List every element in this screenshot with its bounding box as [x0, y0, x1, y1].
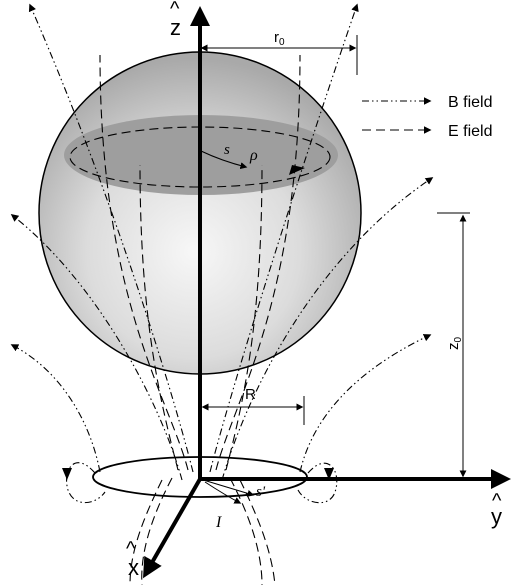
s-vector — [200, 150, 248, 170]
I-label: I — [215, 514, 222, 531]
legend-e-label: E field — [448, 123, 492, 140]
R-label: R — [245, 386, 256, 403]
r0-label: r0 — [274, 29, 285, 48]
e-loop-arrowhead — [289, 165, 305, 175]
x-axis-label: x — [128, 555, 139, 580]
y-axis-label: y — [491, 504, 502, 529]
z-axis-label: z — [170, 15, 181, 40]
legend: B field E field — [362, 94, 492, 140]
legend-b-label: B field — [448, 94, 492, 111]
b-field-lines — [10, 3, 434, 504]
s-label: s — [224, 142, 230, 158]
left-loop-arrowhead — [62, 468, 72, 480]
current-arrow — [204, 481, 242, 504]
y-axis-hat: ^ — [492, 490, 502, 512]
z-axis-hat: ^ — [170, 0, 180, 20]
R-dimension — [201, 396, 305, 425]
right-loop-arrowhead — [324, 468, 334, 480]
z0-dimension — [437, 212, 470, 478]
x-axis — [143, 478, 202, 579]
e-field-lines — [99, 54, 301, 585]
z0-label: z0 — [445, 337, 464, 351]
x-axis-hat: ^ — [126, 538, 136, 560]
s-prime-vector — [199, 478, 255, 497]
r0-dimension — [200, 35, 358, 75]
rho-label: ρ — [249, 147, 258, 164]
s-prime-label: s' — [256, 484, 266, 500]
